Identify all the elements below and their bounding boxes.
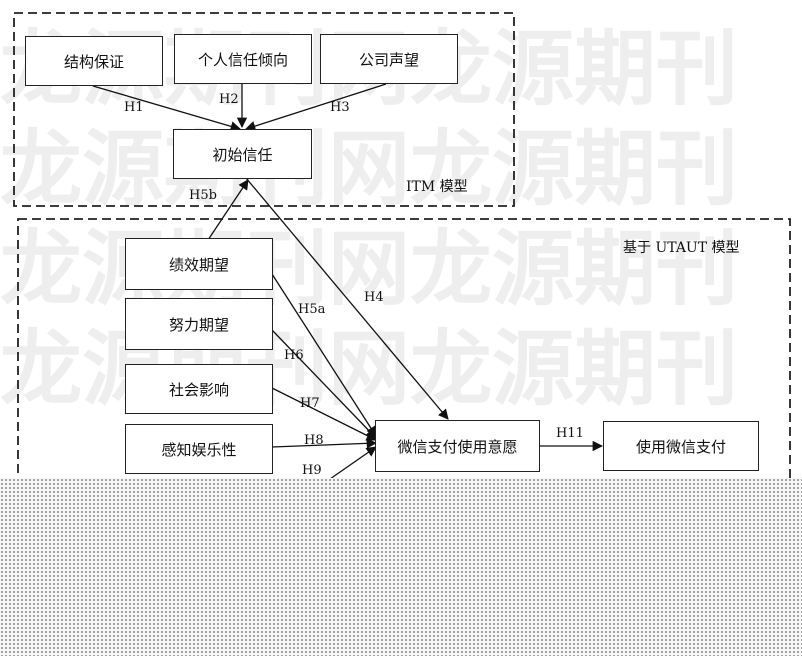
label-h5a: H5a bbox=[298, 302, 326, 317]
label-h8: H8 bbox=[304, 433, 324, 448]
arrow-h5a bbox=[271, 273, 377, 437]
node-perceived-enjoyment: 感知娱乐性 bbox=[125, 424, 273, 474]
label-h11: H11 bbox=[556, 426, 584, 441]
dithered-overlay bbox=[0, 478, 802, 656]
node-performance-expectancy: 绩效期望 bbox=[125, 238, 273, 290]
arrow-h1 bbox=[92, 85, 241, 132]
watermark-line: 龙源期刊网龙源期刊 bbox=[0, 222, 739, 317]
arrow-h9 bbox=[329, 446, 377, 480]
label-h5b: H5b bbox=[189, 188, 217, 203]
node-effort-expectancy: 努力期望 bbox=[125, 298, 273, 350]
label-h6: H6 bbox=[284, 348, 304, 363]
node-company-reputation: 公司声望 bbox=[320, 34, 458, 84]
watermark-line: 龙源期刊网龙源期刊 bbox=[0, 322, 739, 417]
arrow-h6 bbox=[271, 329, 377, 439]
node-trust-propensity: 个人信任倾向 bbox=[174, 34, 312, 84]
watermark-line: 龙源期刊网龙源期刊 bbox=[0, 122, 739, 217]
itm-group-frame bbox=[13, 12, 515, 207]
arrow-h7 bbox=[271, 387, 377, 441]
node-usage-behavior: 使用微信支付 bbox=[603, 421, 759, 471]
arrow-h5b bbox=[207, 179, 249, 241]
label-h1: H1 bbox=[124, 100, 144, 115]
label-h7: H7 bbox=[300, 396, 320, 411]
node-initial-trust: 初始信任 bbox=[173, 129, 312, 179]
label-h3: H3 bbox=[330, 100, 350, 115]
itm-group-label: ITM 模型 bbox=[406, 179, 468, 195]
node-usage-intention: 微信支付使用意愿 bbox=[375, 420, 540, 472]
arrow-h3 bbox=[245, 83, 387, 132]
label-h2: H2 bbox=[219, 92, 239, 107]
label-h9: H9 bbox=[302, 463, 322, 478]
utaut-group-label: 基于 UTAUT 模型 bbox=[623, 240, 740, 256]
node-social-influence: 社会影响 bbox=[125, 364, 273, 414]
arrow-h8 bbox=[271, 438, 378, 449]
arrow-h4 bbox=[245, 177, 449, 420]
node-structural-assurance: 结构保证 bbox=[25, 36, 163, 86]
label-h4: H4 bbox=[364, 290, 384, 305]
